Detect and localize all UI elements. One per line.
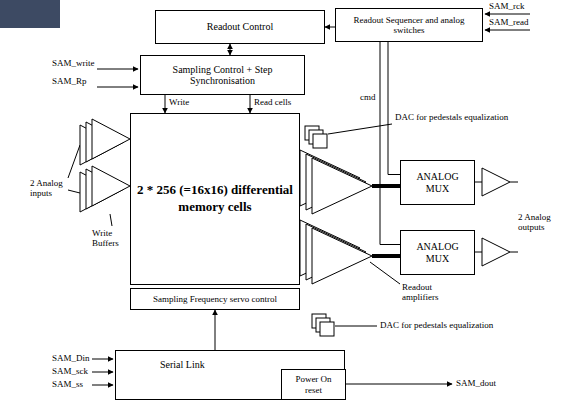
connector (215, 310, 216, 350)
node-text: 2 * 256 (=16x16) differential memory cel… (131, 180, 299, 218)
signal-label: cmd (360, 92, 376, 102)
signal-wires (68, 14, 530, 385)
signal-label: SAM_write (52, 58, 95, 68)
node-text: ANALOG MUX (401, 169, 474, 196)
write-buffer-triangles (80, 119, 130, 212)
signal-label: SAM_ss (52, 379, 83, 389)
signal-label: 2 Analog inputs (30, 178, 68, 199)
edge-label: Write (168, 98, 190, 108)
signal-label: Write Buffers (92, 228, 134, 249)
node-text: Power On reset (282, 372, 345, 397)
mux-box: ANALOG MUX (400, 160, 475, 205)
signal-label: SAM_sck (52, 366, 88, 376)
leader-line (370, 262, 400, 284)
signal-label: DAC for pedestals equalization (380, 320, 493, 330)
control-box: Readout Sequencer and analog switches (335, 8, 483, 42)
node-text: Serial Link (156, 357, 209, 373)
dac-boxes (305, 126, 334, 336)
control-box: Sampling Control + Step Synchronisation (140, 55, 305, 95)
connector (325, 27, 335, 28)
readout-amplifier-triangles (300, 150, 372, 284)
signal-label: SAM_read (489, 17, 529, 27)
connector (165, 95, 166, 113)
analog-bus (372, 186, 400, 256)
signal-label: 2 Analog outputs (518, 212, 560, 233)
signal-label: SAM_dout (456, 378, 496, 388)
leader-line (328, 124, 392, 134)
photo-corner (0, 0, 60, 28)
edge-label: Read cells (253, 98, 292, 108)
signal-label: SAM_rck (489, 1, 525, 11)
serial-link-box: Serial LinkPower On reset (115, 350, 345, 400)
signal-label: SAM_Rp (52, 76, 87, 86)
signal-label: SAM_Din (52, 353, 90, 363)
node-text: ANALOG MUX (401, 239, 474, 266)
connector (230, 44, 231, 55)
leader-line (110, 214, 112, 226)
signal-label: DAC for pedestals equalization (395, 112, 508, 122)
mux-box: ANALOG MUX (400, 230, 475, 275)
connector (388, 42, 400, 175)
node-text: Sampling Control + Step Synchronisation (141, 62, 304, 89)
control-box: Sampling Frequency servo control (130, 288, 300, 310)
leader-line (335, 326, 377, 327)
node-text: Readout Sequencer and analog switches (336, 13, 482, 38)
node-text: Sampling Frequency servo control (149, 292, 281, 306)
output-amplifiers (475, 168, 518, 266)
reset-box: Power On reset (281, 369, 346, 400)
control-box: Readout Control (155, 10, 325, 44)
connector (250, 95, 251, 113)
signal-label: Readout amplifiers (402, 282, 462, 303)
node-text: Readout Control (203, 19, 277, 35)
connector (380, 42, 400, 245)
memory-array: 2 * 256 (=16x16) differential memory cel… (130, 113, 300, 285)
